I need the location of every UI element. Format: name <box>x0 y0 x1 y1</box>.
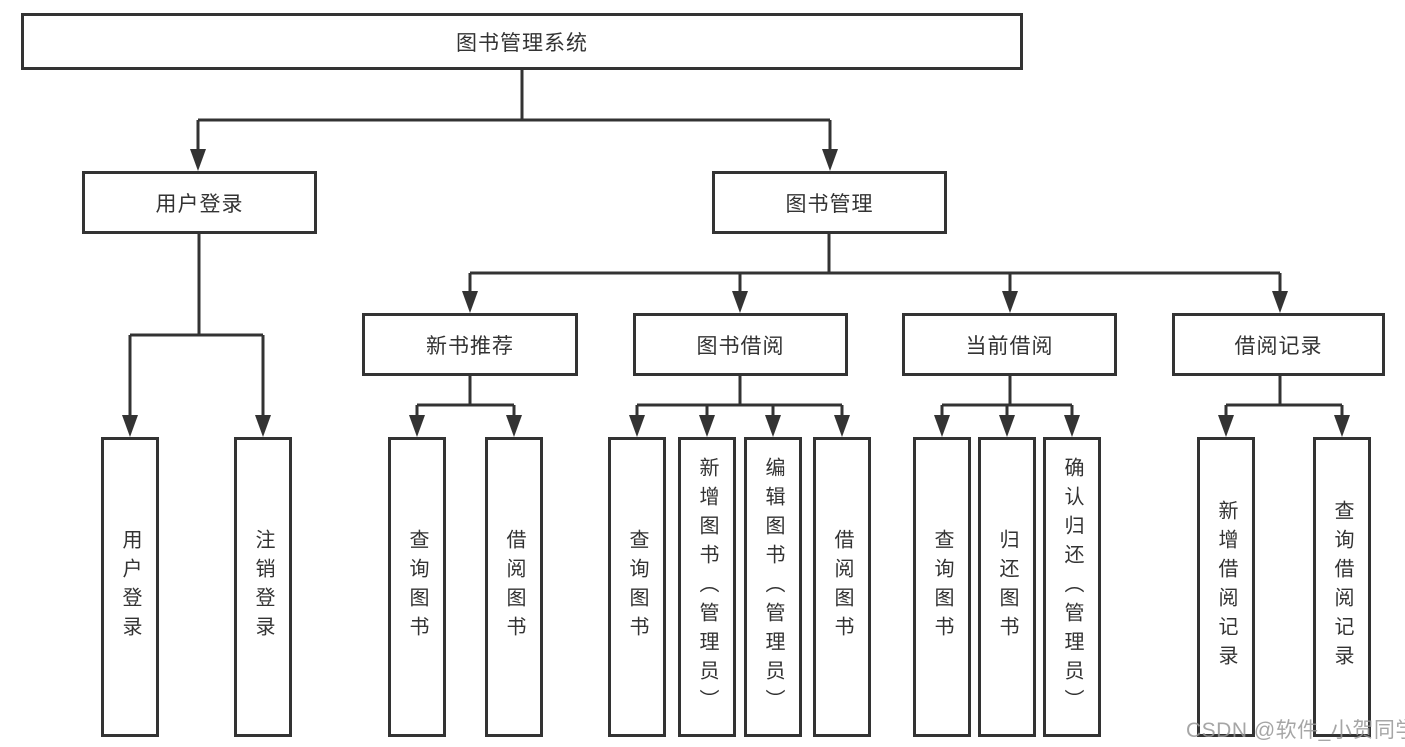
leaf-borrow-books: 借阅图书 <box>813 437 871 737</box>
node-current-borrowing: 当前借阅 <box>902 313 1117 376</box>
leaf-add-borrow-record: 新增借阅记录 <box>1197 437 1255 737</box>
leaf-logout: 注销登录 <box>234 437 292 737</box>
leaf-edit-book-admin: 编辑图书（管理员） <box>744 437 802 737</box>
leaf-add-book-admin: 新增图书（管理员） <box>678 437 736 737</box>
leaf-query-books-borrowing: 查询图书 <box>608 437 666 737</box>
leaf-query-borrow-record: 查询借阅记录 <box>1313 437 1371 737</box>
leaf-return-books: 归还图书 <box>978 437 1036 737</box>
node-new-book-recommendation: 新书推荐 <box>362 313 578 376</box>
node-borrowing-records: 借阅记录 <box>1172 313 1385 376</box>
leaf-borrow-books-recommend: 借阅图书 <box>485 437 543 737</box>
node-book-management: 图书管理 <box>712 171 947 234</box>
arrowheads <box>122 149 1350 437</box>
node-book-borrowing: 图书借阅 <box>633 313 848 376</box>
leaf-query-books-recommend: 查询图书 <box>388 437 446 737</box>
node-user-login: 用户登录 <box>82 171 317 234</box>
leaf-user-login: 用户登录 <box>101 437 159 737</box>
csdn-watermark: CSDN @软件_小贺同学 <box>1186 719 1405 742</box>
leaf-query-books-current: 查询图书 <box>913 437 971 737</box>
leaf-confirm-return-admin: 确认归还（管理员） <box>1043 437 1101 737</box>
root-node-library-management-system: 图书管理系统 <box>21 13 1023 70</box>
